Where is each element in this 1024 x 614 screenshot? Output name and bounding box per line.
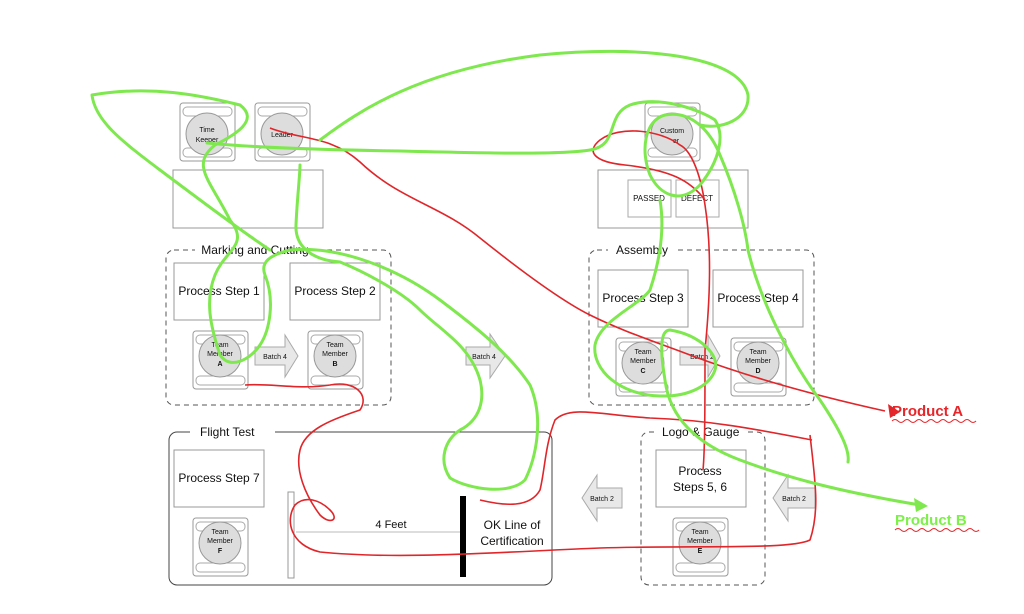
team-member-d-label-1: Team	[749, 349, 766, 356]
team-member-d: Team Member D	[730, 337, 787, 397]
defect-bin-label: DEFECT	[681, 194, 713, 203]
team-member-b-letter: B	[332, 361, 337, 368]
process-step-1-label: Process Step 1	[178, 284, 260, 298]
process-step-4-label: Process Step 4	[717, 291, 799, 305]
product-b-path	[90, 49, 922, 507]
team-member-e-letter: E	[698, 548, 703, 555]
team-member-c-label-1: Team	[634, 349, 651, 356]
inspection-table: PASSED DEFECT	[597, 169, 749, 229]
team-member-c-letter: C	[640, 368, 645, 375]
batch-arrow-d-label: Batch 2	[782, 496, 806, 503]
team-member-f-label-1: Team	[211, 529, 228, 536]
customer-label-2: er	[673, 138, 680, 145]
passed-bin-label: PASSED	[633, 194, 665, 203]
process-step-7-label: Process Step 7	[178, 471, 260, 485]
batch-arrow-c-to-d: Batch 2	[679, 333, 721, 379]
process-step-7: Process Step 7	[173, 449, 265, 508]
leader-label: Leader	[271, 132, 293, 139]
process-steps-5-6: Process Steps 5, 6	[655, 449, 747, 508]
process-step-2-label: Process Step 2	[294, 284, 376, 298]
team-member-f: Team Member F	[192, 517, 249, 577]
batch-arrow-to-assembly: Batch 4	[465, 332, 506, 380]
team-member-a-label-1: Team	[211, 342, 228, 349]
ok-line-label-1: OK Line of	[484, 518, 541, 532]
process-step-4: Process Step 4	[712, 269, 804, 328]
process-step-3: Process Step 3	[597, 269, 689, 328]
batch-arrow-to-logo: Batch 2	[772, 473, 816, 523]
batch-arrow-a-label: Batch 4	[263, 354, 287, 361]
ok-line-label-2: Certification	[480, 534, 543, 548]
team-member-f-label-2: Member	[207, 538, 233, 545]
timekeeper-label-1: Time	[199, 127, 214, 134]
team-member-d-label-2: Member	[745, 358, 771, 365]
team-member-c-label-2: Member	[630, 358, 656, 365]
team-member-b: Team Member B	[307, 330, 364, 390]
team-member-e-label-2: Member	[687, 538, 713, 545]
flight-test-area-label: Flight Test	[200, 425, 255, 439]
process-step-2: Process Step 2	[289, 262, 381, 321]
team-member-e-label-1: Team	[691, 529, 708, 536]
product-a-label: Product A	[892, 403, 963, 420]
process-step-1: Process Step 1	[173, 262, 265, 321]
product-b-underline	[894, 528, 980, 532]
ok-line	[460, 496, 466, 577]
batch-arrow-c-label: Batch 2	[690, 354, 714, 361]
timekeeper-label-2: Keeper	[196, 137, 219, 144]
batch-arrow-b-label: Batch 4	[472, 354, 496, 361]
product-b-arrowhead	[914, 498, 928, 512]
launch-wall	[287, 491, 295, 579]
team-member-f-letter: F	[218, 548, 223, 555]
batch-arrow-to-flight: Batch 2	[581, 473, 623, 523]
team-member-b-label-1: Team	[326, 342, 343, 349]
batch-arrow-a-to-b: Batch 4	[254, 333, 299, 379]
team-member-d-letter: D	[755, 368, 760, 375]
process-steps-5-6-label-1: Process	[678, 464, 721, 478]
assembly-area-label: Assembly	[616, 243, 668, 257]
team-member-a-letter: A	[217, 361, 222, 368]
product-a-underline	[891, 419, 977, 423]
product-a-arrowhead	[888, 404, 900, 418]
process-steps-5-6-label-2: Steps 5, 6	[673, 480, 727, 494]
team-member-c: Team Member C	[615, 337, 672, 397]
customer-label-1: Custom	[660, 128, 684, 135]
batch-arrow-e-label: Batch 2	[590, 496, 614, 503]
distance-label: 4 Feet	[375, 519, 406, 531]
customer-station: Custom er	[644, 102, 701, 162]
team-member-b-label-2: Member	[322, 351, 348, 358]
flight-test-area: Flight Test	[168, 424, 553, 586]
product-b-label: Product B	[895, 512, 967, 529]
product-a-path	[244, 127, 886, 557]
logo-and-gauge-area: Logo & Gauge	[640, 424, 766, 586]
logo-area-label: Logo & Gauge	[662, 425, 740, 439]
